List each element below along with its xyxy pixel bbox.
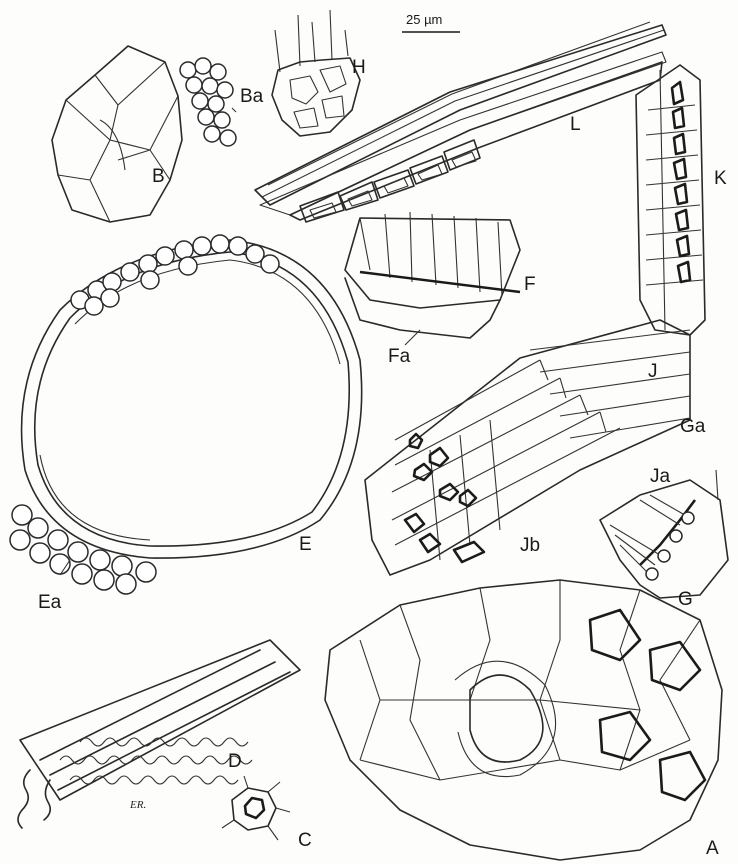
fragment-D-spiral-thickening xyxy=(60,738,252,784)
label-Fa: Fa xyxy=(388,346,411,367)
label-G: G xyxy=(678,589,693,610)
label-J: J xyxy=(648,361,658,382)
fragment-E-outer-cells-top xyxy=(71,235,279,315)
label-C: C xyxy=(298,830,312,851)
label-E: E xyxy=(299,534,312,555)
label-B: B xyxy=(152,166,165,187)
label-Ga: Ga xyxy=(680,416,706,437)
label-Ea: Ea xyxy=(38,592,62,613)
scale-bar-label: 25 µm xyxy=(406,12,442,27)
fragment-K xyxy=(636,65,705,335)
fragment-G xyxy=(600,470,728,598)
fragment-H xyxy=(272,10,360,136)
fragment-C xyxy=(222,776,290,840)
scale-bar: 25 µm xyxy=(402,12,460,32)
label-Ba: Ba xyxy=(240,86,264,107)
label-Jb: Jb xyxy=(520,535,540,556)
label-Ja: Ja xyxy=(650,466,671,487)
label-H: H xyxy=(352,57,366,78)
label-A: A xyxy=(706,838,719,859)
label-D: D xyxy=(228,751,242,772)
fragment-B-small-cells xyxy=(180,58,236,146)
label-L: L xyxy=(570,114,581,135)
fragment-B xyxy=(52,46,236,222)
fragment-A xyxy=(325,580,722,860)
fragment-E-outer-cells-bottom xyxy=(10,505,156,594)
fragment-F xyxy=(345,212,520,345)
artist-signature: ER. xyxy=(129,799,146,811)
label-F: F xyxy=(524,274,536,295)
label-K: K xyxy=(714,168,727,189)
